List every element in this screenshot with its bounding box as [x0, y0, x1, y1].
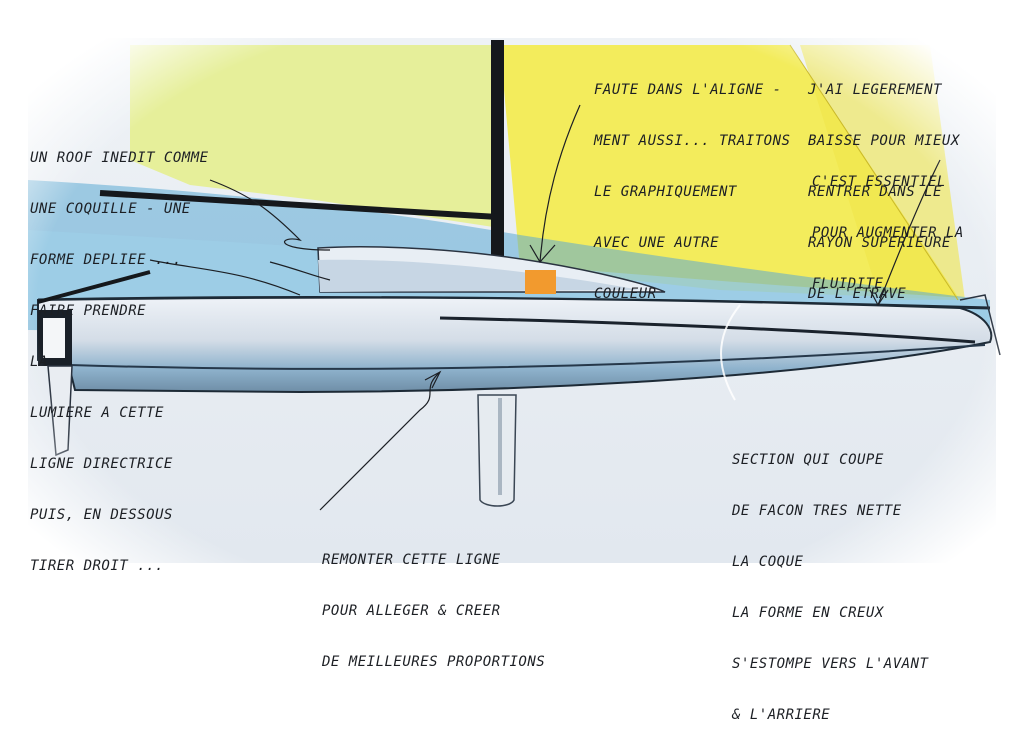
vignette	[0, 0, 1024, 645]
annotation-line: POUR AUGMENTER LA	[812, 225, 964, 241]
annotation-line: BAISSE POUR MIEUX	[808, 133, 960, 149]
annotation-top-center: FAUTE DANS L'ALIGNE - MENT AUSSI... TRAI…	[594, 48, 790, 320]
annotation-left: UN ROOF INEDIT COMME UNE COQUILLE - UNE …	[30, 116, 209, 592]
annotation-line: DE L'ETRAVE	[808, 286, 907, 302]
annotation-top-right-2: C'EST ESSENTIEL POUR AUGMENTER LA FLUIDI…	[812, 140, 964, 310]
annotation-line: RAYON SUPERIEURE	[808, 235, 951, 251]
annotation-line: LIGNE DIRECTRICE	[30, 456, 173, 472]
boat-sketch	[0, 0, 1024, 645]
annotation-line: FAIRE PRENDRE	[30, 303, 147, 319]
annotation-bottom-right: SECTION QUI COUPE DE FACON TRES NETTE LA…	[732, 418, 928, 741]
annotation-line: S'ESTOMPE VERS L'AVANT	[732, 656, 929, 672]
annotation-line: LA	[30, 354, 48, 370]
annotation-line: LUMIERE A CETTE	[30, 405, 164, 421]
annotation-line: PUIS, EN DESSOUS	[30, 507, 173, 523]
annotation-line: LE GRAPHIQUEMENT	[594, 184, 737, 200]
annotation-line: SECTION QUI COUPE	[732, 452, 884, 468]
annotation-line: COULEUR	[594, 286, 657, 302]
annotation-line: REMONTER CETTE LIGNE	[322, 552, 501, 568]
annotation-line: DE MEILLEURES PROPORTIONS	[322, 654, 546, 670]
annotation-line: & L'ARRIERE	[732, 707, 831, 723]
annotation-line: FAUTE DANS L'ALIGNE -	[594, 82, 782, 98]
annotation-line: UNE COQUILLE - UNE	[30, 201, 191, 217]
annotation-line: FORME DEPLIEE ...	[30, 252, 182, 268]
annotation-line: LA COQUE	[732, 554, 804, 570]
annotation-line: RENTRER DANS LE	[808, 184, 942, 200]
annotation-line: J'AI LEGEREMENT	[808, 82, 942, 98]
annotation-line: POUR ALLEGER & CREER	[322, 603, 501, 619]
annotation-line: TIRER DROIT ...	[30, 558, 164, 574]
annotation-line: C'EST ESSENTIEL	[812, 174, 946, 190]
annotation-line: UN ROOF INEDIT COMME	[30, 150, 209, 166]
annotation-line: AVEC UNE AUTRE	[594, 235, 720, 251]
annotation-bottom-center: REMONTER CETTE LIGNE POUR ALLEGER & CREE…	[322, 518, 545, 688]
annotation-line: DE FACON TRES NETTE	[732, 503, 902, 519]
annotation-top-right: J'AI LEGEREMENT BAISSE POUR MIEUX RENTRE…	[808, 48, 960, 320]
annotation-line: FLUIDITE	[812, 276, 884, 292]
annotation-line: LA FORME EN CREUX	[732, 605, 884, 621]
annotation-line: MENT AUSSI... TRAITONS	[594, 133, 791, 149]
